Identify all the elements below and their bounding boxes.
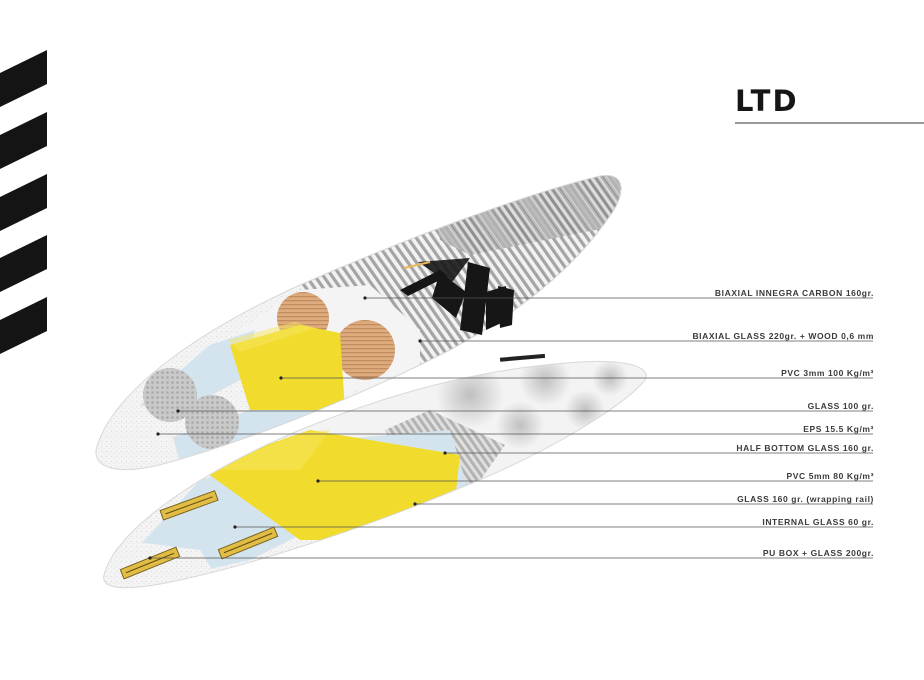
label-biaxial-innegra-carbon: BIAXIAL INNEGRA CARBON 160gr. [714,288,874,298]
fin-box-left [119,546,181,580]
fin-box-right [217,526,279,560]
diagonal-stripes-decoration [0,50,47,354]
fin-box-center [159,490,219,521]
label-eps: EPS 15.5 Kg/m³ [803,424,874,434]
label-pvc-5mm: PVC 5mm 80 Kg/m³ [786,471,874,481]
label-pvc-3mm: PVC 3mm 100 Kg/m³ [781,368,874,378]
board-logo [400,258,514,335]
title-underline [735,122,924,124]
leader-dots [148,296,447,560]
label-glass-100: GLASS 100 gr. [807,401,874,411]
page-title: LTD [735,84,799,118]
label-pu-box-glass: PU BOX + GLASS 200gr. [762,548,874,558]
label-internal-glass: INTERNAL GLASS 60 gr. [762,517,874,527]
leader-lines [150,297,873,559]
label-biaxial-glass-wood: BIAXIAL GLASS 220gr. + WOOD 0,6 mm [692,331,874,341]
label-half-bottom-glass: HALF BOTTOM GLASS 160 gr. [736,443,874,453]
label-glass-160-rail: GLASS 160 gr. (wrapping rail) [737,494,874,504]
